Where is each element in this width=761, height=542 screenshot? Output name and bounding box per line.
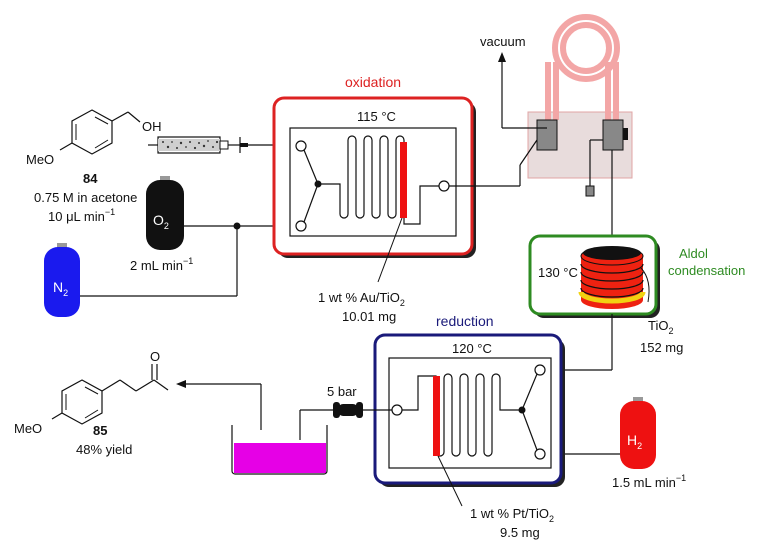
compound-85-yield: 48% yield [76, 442, 132, 457]
pt-catalyst-pointer [437, 455, 463, 507]
tio2-catalyst-mass: 152 mg [640, 340, 683, 355]
methoxy-label-85: MeO [14, 421, 42, 436]
molecule-85-structure [51, 364, 169, 425]
aldol-label-line2: condensation [668, 263, 745, 278]
n2-label: N2 [53, 279, 68, 298]
oxidation-temperature: 115 °C [357, 109, 396, 124]
compound-84-concentration: 0.75 M in acetone [34, 190, 137, 205]
o2-cylinder [146, 176, 184, 250]
aldol-reactor [528, 234, 660, 318]
aldol-temperature: 130 °C [538, 265, 578, 280]
pressure-label: 5 bar [327, 384, 357, 399]
h2-flow-rate: 1.5 mL min−1 [612, 473, 686, 490]
au-catalyst-label: 1 wt % Au/TiO2 [318, 290, 405, 308]
aldol-label-line1: Aldol [679, 246, 708, 261]
n2-cylinder [44, 243, 80, 317]
syringe-pump [148, 136, 295, 154]
membrane-separator [498, 14, 633, 236]
oxidation-label: oxidation [345, 74, 401, 90]
reduction-reactor [373, 333, 565, 487]
au-catalyst-mass: 10.01 mg [342, 309, 396, 324]
oxidation-reactor [272, 96, 520, 258]
vacuum-label: vacuum [480, 34, 526, 49]
o2-flow-rate: 2 mL min−1 [130, 256, 193, 273]
au-catalyst-pointer [377, 217, 403, 283]
compound-84-flow: 10 μL min−1 [48, 207, 115, 224]
compound-85-number: 85 [93, 423, 107, 438]
carbonyl-oxygen-label: O [150, 349, 160, 364]
pt-catalyst-label: 1 wt % Pt/TiO2 [470, 506, 554, 524]
h2-label: H2 [627, 432, 642, 451]
reduction-label: reduction [436, 313, 494, 329]
reduction-temperature: 120 °C [452, 341, 492, 356]
o2-label: O2 [153, 212, 169, 231]
compound-84-number: 84 [83, 171, 98, 186]
back-pressure-regulator [299, 402, 392, 440]
h2-cylinder [620, 397, 656, 469]
collection-flask [176, 380, 328, 475]
hydroxyl-label: OH [142, 119, 162, 134]
tio2-catalyst-label: TiO2 [648, 318, 673, 336]
molecule-84-structure [59, 109, 141, 155]
methoxy-label-84: MeO [26, 152, 54, 167]
pt-catalyst-mass: 9.5 mg [500, 525, 540, 540]
